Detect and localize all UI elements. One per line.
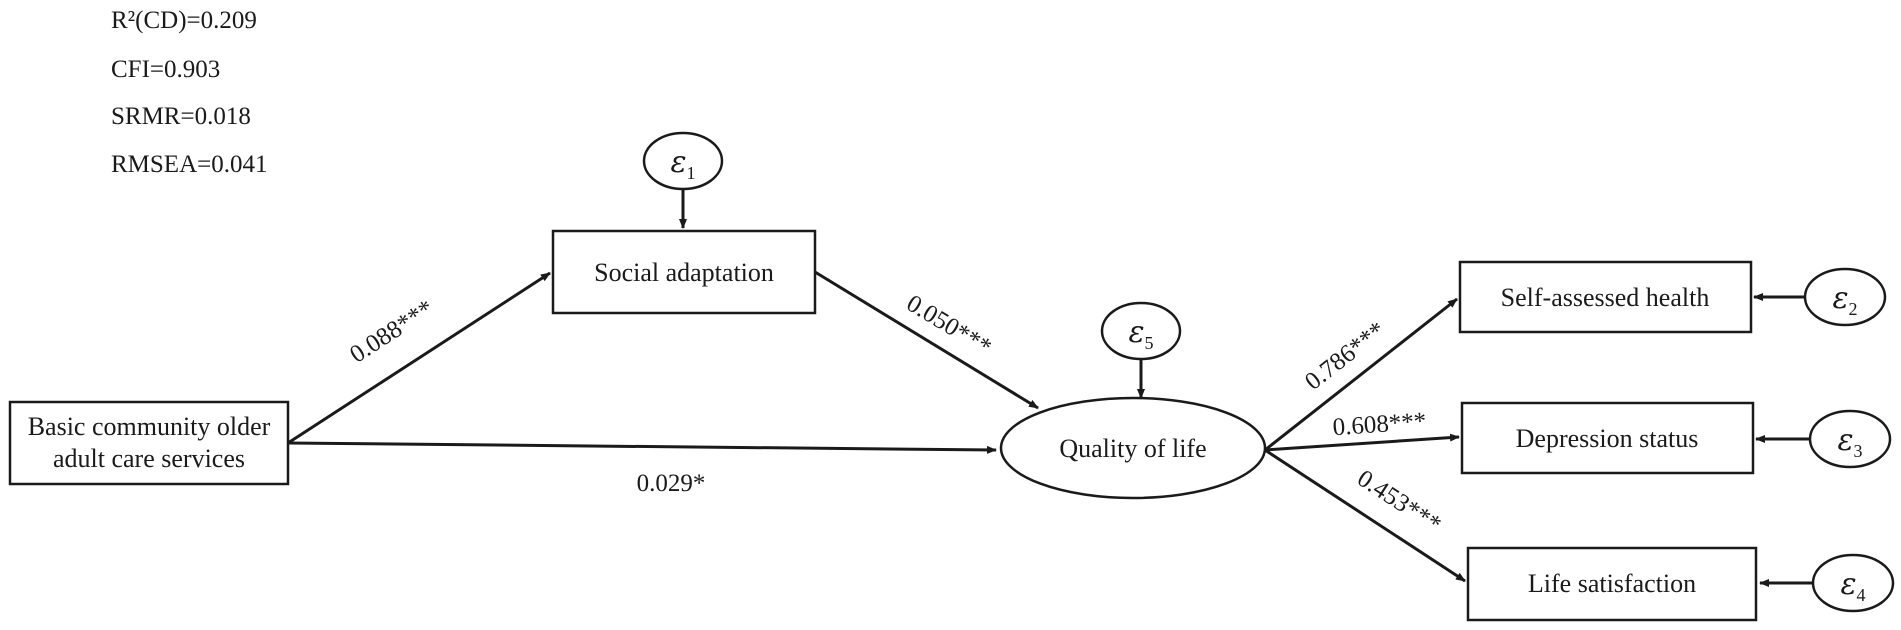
life-satisfaction-label: Life satisfaction <box>1528 569 1696 598</box>
cfi-stat: CFI=0.903 <box>111 56 220 83</box>
node-basic-services: Basic community older adult care service… <box>8 400 290 486</box>
coef-qol-to-depression: 0.608*** <box>1332 408 1427 441</box>
path-arrows <box>287 189 1813 587</box>
svg-text:ε3: ε3 <box>1837 423 1862 461</box>
error-index: 5 <box>1145 333 1154 353</box>
basic-services-line-2: adult care services <box>53 444 245 473</box>
error-index: 1 <box>687 163 696 183</box>
epsilon-symbol: ε <box>670 145 686 180</box>
node-life-satisfaction: Life satisfaction <box>1466 546 1758 622</box>
coef-basic-to-social: 0.088*** <box>345 295 438 369</box>
error-term-e4: ε4 <box>1811 553 1895 613</box>
epsilon-symbol: ε <box>1837 423 1853 458</box>
node-self-assessed-health: Self-assessed health <box>1458 260 1753 334</box>
svg-text:ε4: ε4 <box>1840 567 1865 605</box>
svg-text:ε1: ε1 <box>670 145 695 183</box>
coef-basic-to-qol: 0.029* <box>637 470 706 497</box>
arrow-qol-to-health <box>1264 297 1458 452</box>
coef-social-to-qol: 0.050*** <box>902 290 996 361</box>
arrow-basic-to-qol <box>287 441 997 454</box>
arrow-qol-to-depression <box>1264 433 1460 452</box>
srmr-stat: SRMR=0.018 <box>111 103 251 130</box>
arrow-basic-to-social <box>287 271 551 445</box>
social-adaptation-label: Social adaptation <box>594 258 774 287</box>
node-depression-status: Depression status <box>1460 401 1755 475</box>
error-index: 2 <box>1849 299 1858 319</box>
arrow-qol-to-satisfaction <box>1264 448 1466 583</box>
error-term-e1: ε1 <box>642 131 724 191</box>
error-term-e3: ε3 <box>1808 409 1892 469</box>
node-social-adaptation: Social adaptation <box>551 229 817 315</box>
quality-of-life-label: Quality of life <box>1059 434 1206 463</box>
svg-text:ε2: ε2 <box>1832 281 1857 319</box>
fit-statistics: R²(CD)=0.209 CFI=0.903 SRMR=0.018 RMSEA=… <box>111 7 267 178</box>
epsilon-symbol: ε <box>1832 281 1848 316</box>
r2-stat: R²(CD)=0.209 <box>111 7 257 34</box>
error-index: 3 <box>1854 441 1863 461</box>
error-index: 4 <box>1857 585 1866 605</box>
depression-status-label: Depression status <box>1516 424 1699 453</box>
self-assessed-health-label: Self-assessed health <box>1501 283 1710 312</box>
coef-qol-to-satisfaction: 0.453*** <box>1352 465 1445 539</box>
basic-services-line-1: Basic community older <box>28 412 271 441</box>
error-term-e5: ε5 <box>1100 301 1182 361</box>
epsilon-symbol: ε <box>1840 567 1856 602</box>
epsilon-symbol: ε <box>1128 315 1144 350</box>
coef-qol-to-health: 0.786*** <box>1300 317 1390 396</box>
arrow-social-to-qol <box>814 270 1039 410</box>
path-coefficients: 0.088*** 0.050*** 0.029* 0.786*** 0.608*… <box>345 290 1446 539</box>
svg-text:ε5: ε5 <box>1128 315 1153 353</box>
rmsea-stat: RMSEA=0.041 <box>111 151 267 178</box>
error-term-e2: ε2 <box>1803 267 1887 327</box>
node-quality-of-life: Quality of life <box>999 396 1267 500</box>
